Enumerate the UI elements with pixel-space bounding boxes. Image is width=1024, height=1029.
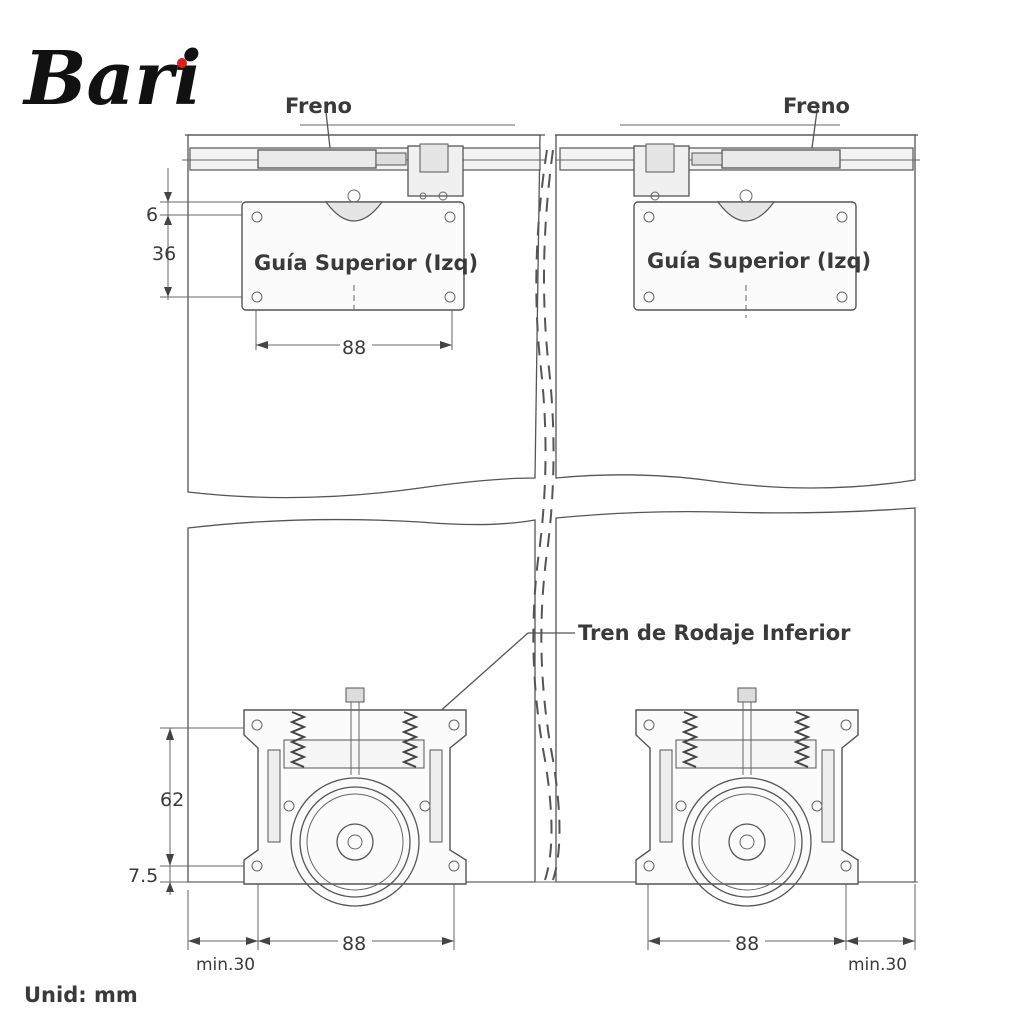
top-guide-right bbox=[633, 189, 857, 318]
dim-bottom-width-left: 88 bbox=[342, 933, 366, 955]
bottom-roller-left bbox=[243, 687, 467, 907]
dim-top-offset: 6 bbox=[146, 204, 158, 226]
dim-bottom-offset: 7.5 bbox=[128, 865, 158, 887]
brake-left-label: Freno bbox=[285, 94, 352, 118]
bottom-roller-right bbox=[635, 687, 859, 907]
dim-min-left: min.30 bbox=[196, 955, 255, 975]
top-guide-left bbox=[241, 189, 465, 311]
dim-bottom-height: 62 bbox=[160, 789, 184, 811]
brand-logo: Bari bbox=[22, 36, 202, 122]
top-dimensions bbox=[160, 168, 453, 350]
brake-right-label: Freno bbox=[783, 94, 850, 118]
brake-right bbox=[633, 102, 841, 201]
dim-bottom-width-right: 88 bbox=[735, 933, 759, 955]
bottom-dimensions bbox=[160, 727, 916, 950]
logo-dot bbox=[177, 58, 187, 68]
top-guide-right-label: Guía Superior (Izq) bbox=[647, 249, 871, 273]
logo-text: Bari bbox=[22, 36, 202, 122]
dim-min-right: min.30 bbox=[848, 955, 907, 975]
upper-door-panels bbox=[182, 124, 920, 499]
brake-left bbox=[257, 102, 464, 201]
top-guide-left-label: Guía Superior (Izq) bbox=[254, 251, 478, 275]
dim-top-height: 36 bbox=[152, 243, 176, 265]
dim-top-width-left: 88 bbox=[342, 337, 366, 359]
unit-label: Unid: mm bbox=[24, 983, 138, 1007]
bottom-roller-label: Tren de Rodaje Inferior bbox=[578, 621, 851, 645]
